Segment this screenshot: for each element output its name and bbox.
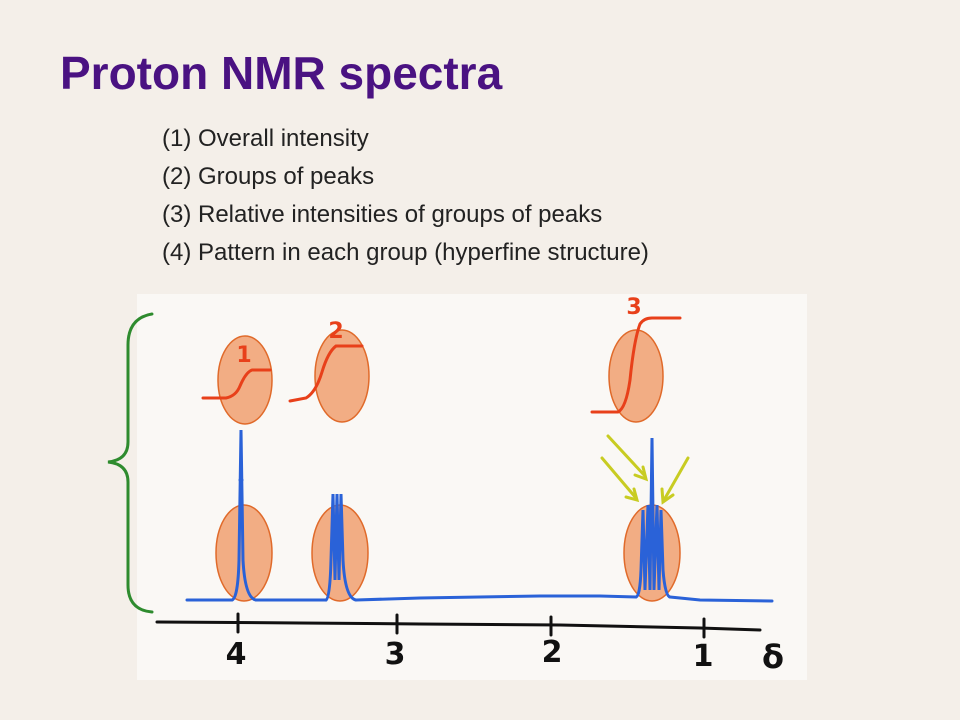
group-3-integral-ellipse [608,329,664,423]
point-overall-intensity: (1) Overall intensity [162,125,369,152]
group-3-peaks [634,437,672,599]
group-2-integral-curve [288,344,364,403]
group-1-peak [230,429,258,602]
group-2-peaks [324,493,358,602]
group-3-integral-curve [590,316,682,414]
axis-tick-label-3: 3 [385,637,406,672]
axis-tick-label-2: 2 [542,635,563,670]
integral-label-2: 2 [328,319,343,344]
point-groups-of-peaks: (2) Groups of peaks [162,163,375,190]
key-points-list: (1) Overall intensity (2) Groups of peak… [162,120,649,272]
overall-intensity-brace [107,312,154,614]
axis-tick-label-4: 4 [226,637,247,672]
spectrum-baseline [185,594,774,603]
axis-tick-label-1: 1 [693,639,714,674]
slide-title: Proton NMR spectra [60,47,503,99]
axis-ticks [236,612,706,639]
group-1-integral-curve [201,368,272,400]
integral-label-1: 1 [236,343,251,368]
integral-label-3: 3 [626,295,641,320]
chemical-shift-axis [155,620,762,632]
point-relative-intensities: (3) Relative intensities of groups of pe… [162,201,603,228]
point-hyperfine-pattern: (4) Pattern in each group (hyperfine str… [162,239,649,266]
hyperfine-arrows [600,434,690,505]
group-1-integral-ellipse [217,335,273,425]
axis-delta-symbol: δ [762,638,784,676]
